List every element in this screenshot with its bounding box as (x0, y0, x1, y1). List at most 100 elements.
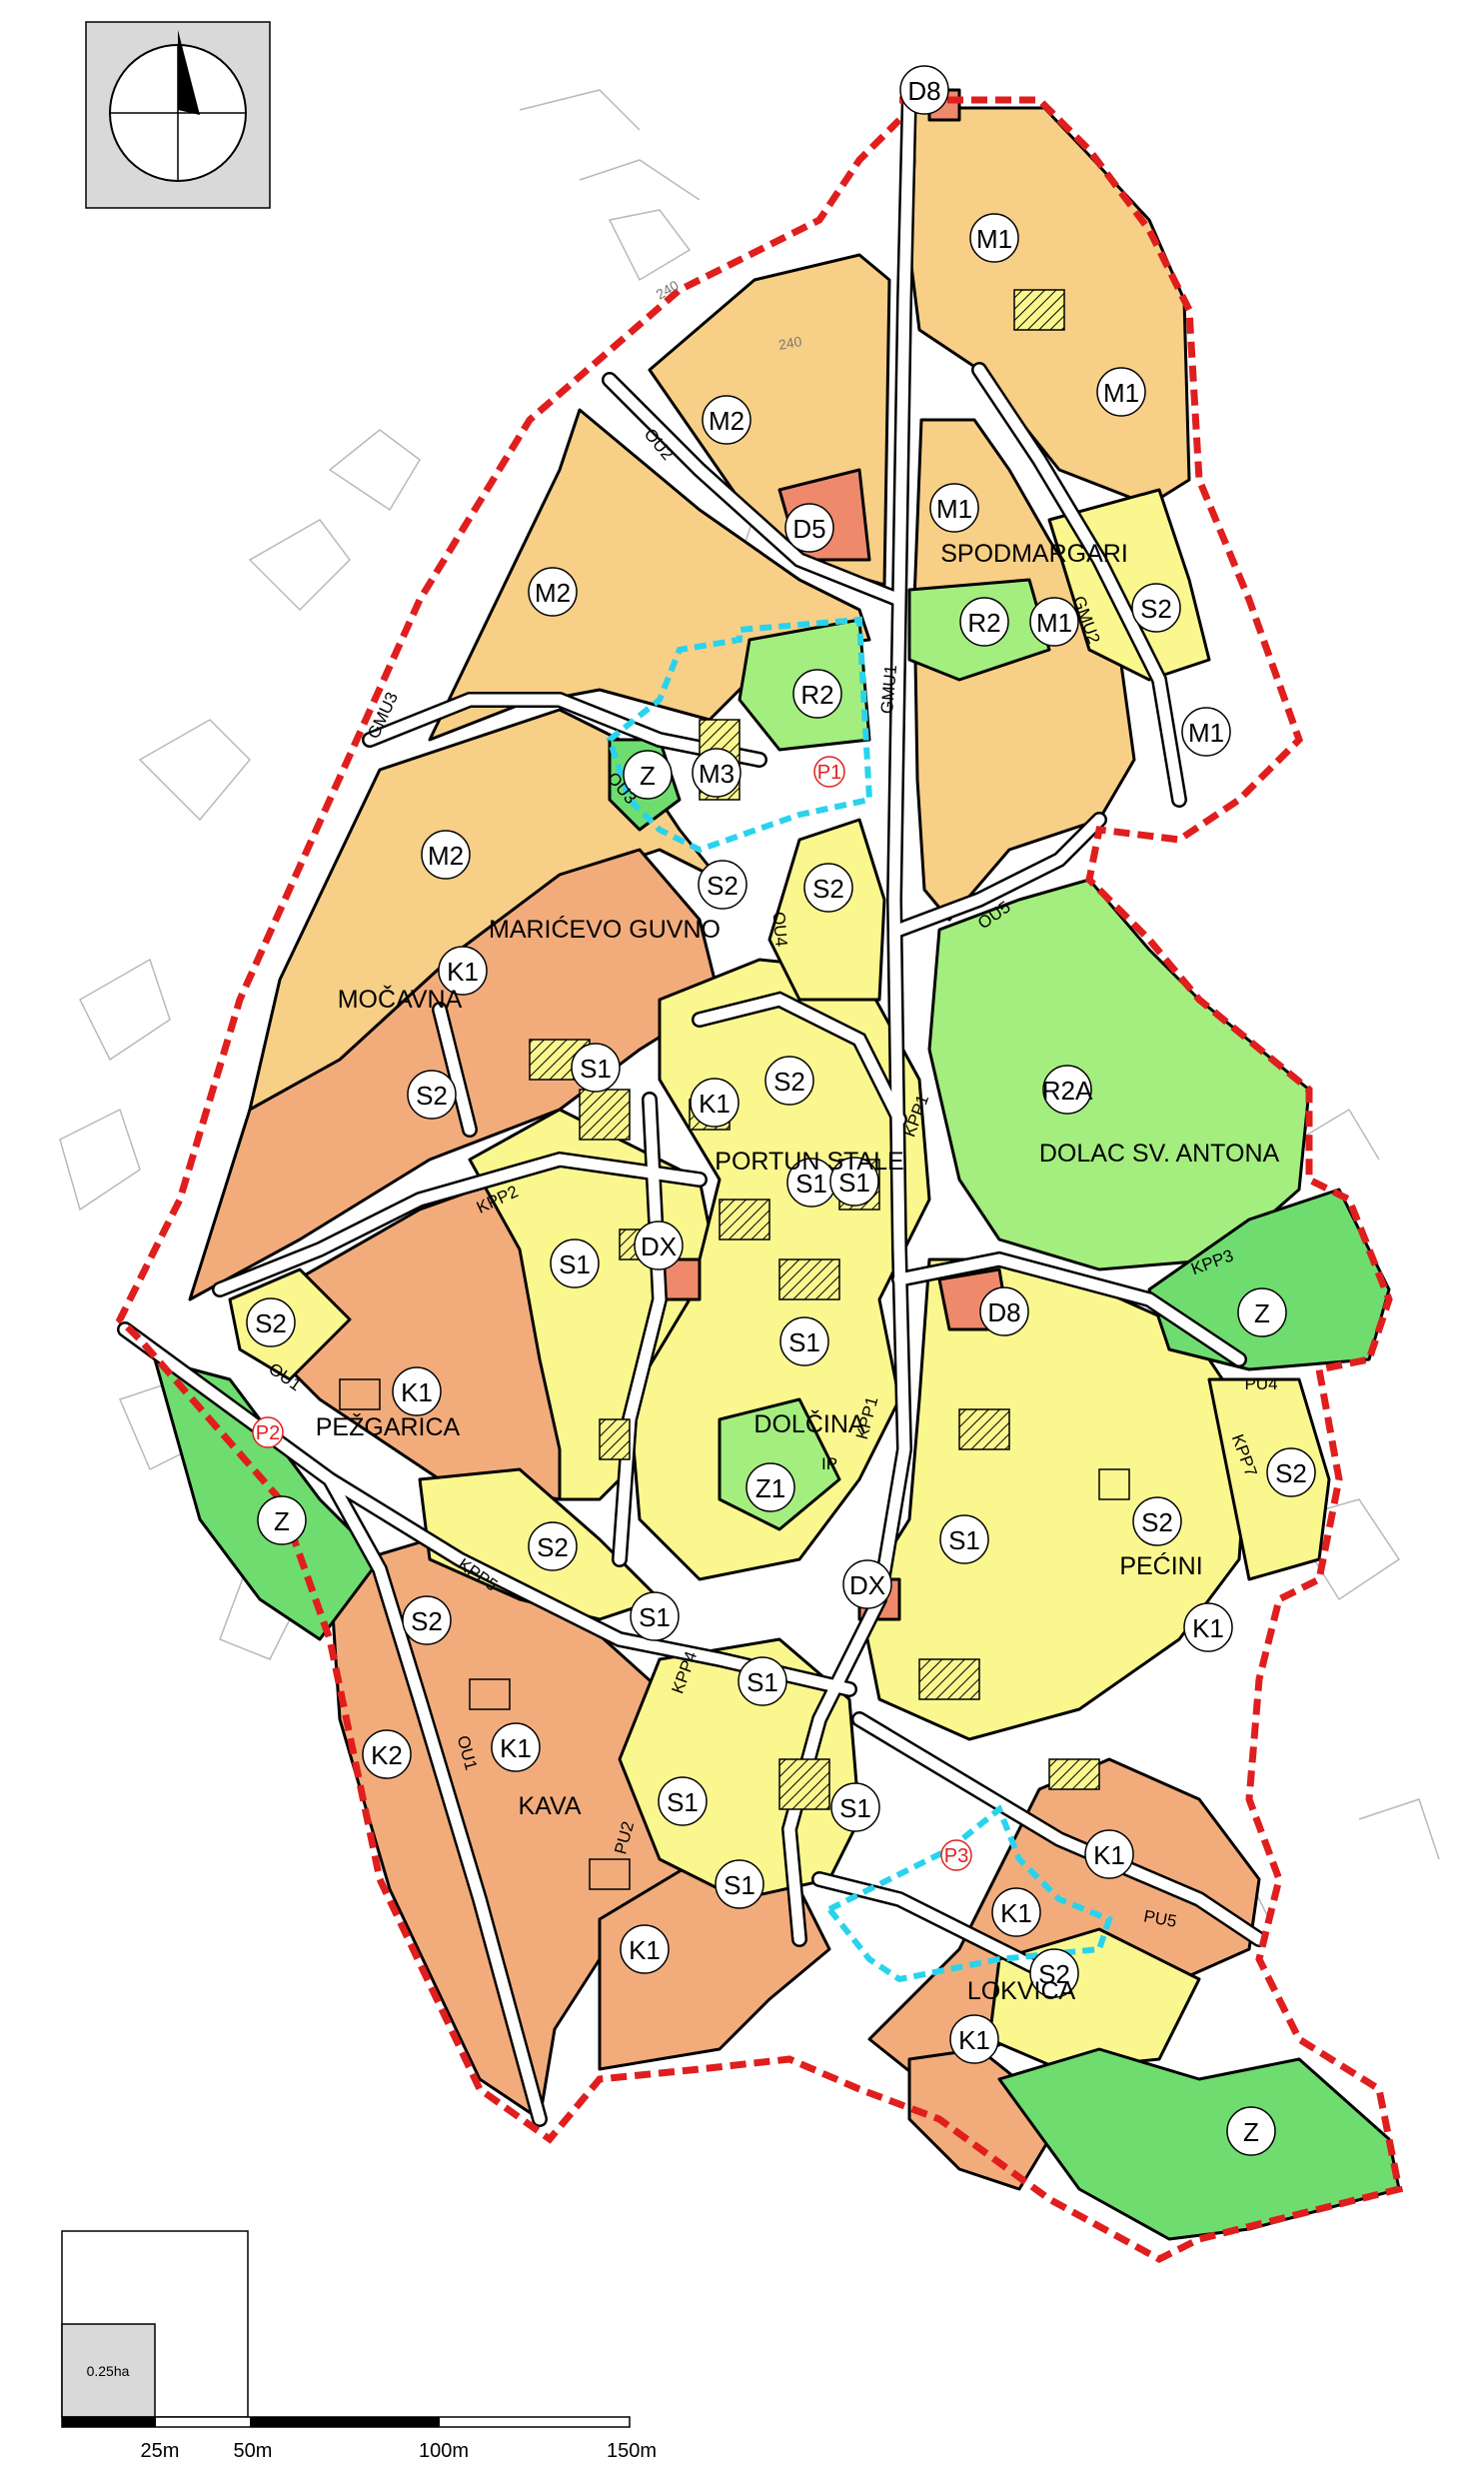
place-name-label: PEŽGARICA (316, 1412, 461, 1441)
zone-marker-circle (792, 669, 842, 719)
zone-code-label: D8 (987, 1297, 1020, 1327)
zone-marker: S1 (738, 1656, 787, 1706)
road-name-label: GMU1 (877, 664, 900, 715)
zone-marker-circle (1132, 1496, 1182, 1546)
zone-code-label: S1 (559, 1249, 591, 1279)
zone-marker-circle (491, 1722, 541, 1772)
zone-marker: S2 (402, 1595, 452, 1645)
zone-marker: DX (842, 1559, 892, 1609)
place-name-label: PEĆINI (1119, 1551, 1202, 1580)
zone-marker-circle (1226, 2106, 1276, 2156)
zone-marker: S1 (550, 1238, 600, 1288)
zone-marker-circle (528, 1521, 578, 1571)
zone-code-label: Z (640, 761, 656, 791)
scale-tick-label: 50m (234, 2440, 273, 2462)
zone-marker: S1 (779, 1316, 829, 1366)
zone-marker-circle (702, 395, 751, 445)
zone-marker: Z (623, 750, 673, 800)
zone-marker: R2 (792, 669, 842, 719)
zone-marker-circle (1096, 367, 1146, 417)
zone-marker: S2 (407, 1070, 457, 1120)
zone-marker: DX (634, 1221, 684, 1270)
zone-marker: K1 (1183, 1602, 1233, 1652)
zone-marker-circle (1266, 1447, 1316, 1497)
scale-bar: 25m 50m 100m 150m (61, 2416, 657, 2462)
zone-marker: R2 (959, 597, 1009, 647)
road-name-label: IP (821, 1454, 837, 1473)
scale-tick-label: 25m (141, 2440, 180, 2462)
zone-marker-circle (634, 1221, 684, 1270)
place-name-label: SPODMARGARI (940, 540, 1128, 568)
zone-marker-circle (528, 567, 578, 617)
zone-code-label: K2 (371, 1740, 403, 1770)
zone-marker: S1 (939, 1514, 989, 1564)
zone-marker-circle (392, 1366, 442, 1416)
road-name-label: PU4 (1244, 1374, 1277, 1393)
zone-code-label: P1 (817, 762, 841, 784)
zone-code-label: R2 (800, 680, 833, 710)
zone-marker: K1 (491, 1722, 541, 1772)
zone-marker: M1 (1096, 367, 1146, 417)
zone-marker-circle (829, 1157, 879, 1207)
zone-marker: K1 (949, 2014, 999, 2064)
zone-marker: K2 (362, 1729, 412, 1779)
zone-code-label: S2 (537, 1532, 569, 1562)
zone-code-label: S2 (1038, 1959, 1070, 1989)
zone-code-label: K1 (629, 1935, 661, 1965)
zone-code-label: M1 (1036, 608, 1072, 638)
zone-marker-circle (252, 1416, 284, 1448)
zone-marker-circle (698, 860, 747, 910)
zone-marker-circle (929, 483, 979, 533)
zone-marker-circle (623, 750, 673, 800)
zone-marker: P2 (252, 1416, 284, 1448)
zone-marker: D8 (979, 1286, 1029, 1336)
contour-label: 240 (654, 277, 682, 303)
zone-marker-circle (949, 2014, 999, 2064)
zone-code-label: S1 (639, 1602, 671, 1632)
zone-marker: K1 (690, 1078, 740, 1128)
zone-code-label: K1 (500, 1733, 532, 1763)
area-legend-label: 0.25ha (87, 2363, 130, 2379)
zone-marker: K1 (392, 1366, 442, 1416)
zone-marker: Z (1226, 2106, 1276, 2156)
zone-marker-circle (813, 756, 845, 788)
zone-code-label: S1 (724, 1870, 755, 1900)
zone-marker-circle (402, 1595, 452, 1645)
zone-code-label: K1 (958, 2025, 990, 2055)
place-name-label: DOLČINA (753, 1409, 864, 1438)
zone-marker-circle (842, 1559, 892, 1609)
zone-marker: D5 (784, 503, 834, 553)
zone-marker: S1 (658, 1776, 708, 1826)
place-name-label: MOČAVNA (338, 985, 463, 1014)
zone-marker-circle (1029, 1948, 1079, 1998)
zone-code-label: R2 (967, 608, 1000, 638)
zone-code-label: S2 (773, 1067, 805, 1097)
zone-marker-circle (939, 1514, 989, 1564)
zone-marker: P3 (940, 1839, 972, 1871)
zone-code-label: DX (641, 1232, 677, 1261)
zone-marker: Z (1237, 1287, 1287, 1337)
zone-marker-circle (1131, 583, 1181, 633)
boundary (115, 96, 1404, 2263)
zone-code-label: M2 (535, 578, 571, 608)
zone-code-label: M2 (709, 406, 744, 436)
zone-code-label: K1 (401, 1377, 433, 1407)
zone-code-label: M1 (936, 494, 972, 524)
zone-code-label: S1 (838, 1168, 870, 1198)
zone-marker: K1 (1084, 1829, 1134, 1879)
zone-marker-circle (959, 597, 1009, 647)
zone-marker-circle (779, 1316, 829, 1366)
zone-code-label: D8 (907, 76, 940, 106)
zone-marker: S2 (1029, 1948, 1079, 1998)
zone-marker: S1 (715, 1859, 764, 1909)
contour-label: 240 (777, 333, 803, 353)
zone-marker: S1 (829, 1157, 879, 1207)
zone-marker: K1 (991, 1887, 1041, 1937)
zone-code-label: S1 (788, 1327, 820, 1357)
zone-marker: S2 (1131, 583, 1181, 633)
zone-marker: M1 (929, 483, 979, 533)
zone-marker-circle (715, 1859, 764, 1909)
